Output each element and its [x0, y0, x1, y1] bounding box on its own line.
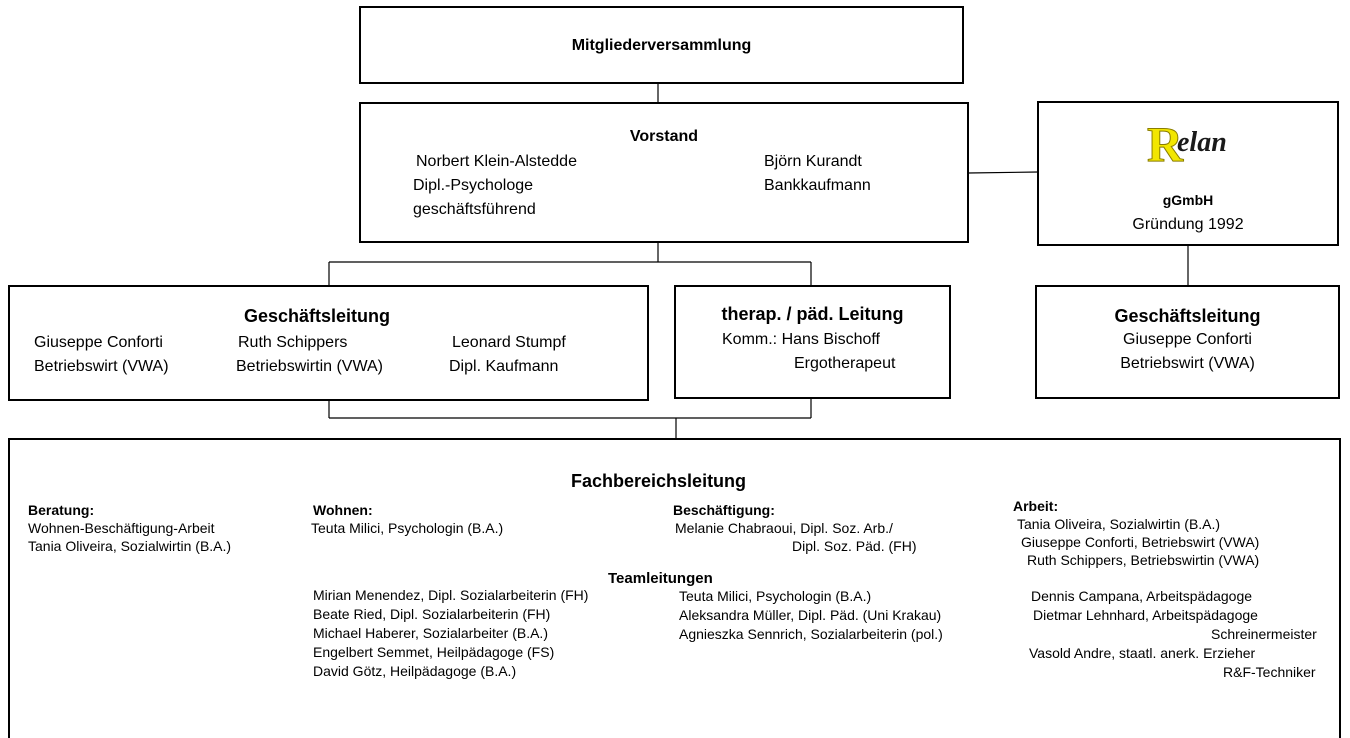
team-wohnen-member: David Götz, Heilpädagoge (B.A.) — [313, 663, 517, 679]
arbeit-heading: Arbeit: — [1013, 498, 1059, 514]
beschaeftigung-line: Dipl. Soz. Päd. (FH) — [792, 538, 917, 554]
relan-logo-letter: R — [1146, 116, 1184, 173]
management-right-role: Betriebswirt (VWA) — [1120, 355, 1255, 372]
team-arbeit-member: Vasold Andre, staatl. anerk. Erzieher — [1029, 645, 1256, 661]
board-title: Vorstand — [629, 128, 699, 145]
management-left-person2-role: Betriebswirtin (VWA) — [236, 358, 383, 375]
team-arbeit-member: R&F-Techniker — [1223, 664, 1316, 680]
beschaeftigung-line: Melanie Chabraoui, Dipl. Soz. Arb./ — [675, 520, 893, 536]
board-left-role1: Dipl.-Psychologe — [413, 177, 534, 194]
therapy-line2: Ergotherapeut — [794, 355, 896, 372]
team-arbeit-member: Dietmar Lehnhard, Arbeitspädagoge — [1033, 607, 1258, 623]
connector-board-relan — [967, 171, 1039, 174]
team-wohnen-member: Beate Ried, Dipl. Sozialarbeiterin (FH) — [313, 606, 551, 622]
management-left-person1-role: Betriebswirt (VWA) — [34, 358, 169, 375]
team-title: Teamleitungen — [608, 570, 713, 587]
arbeit-line: Ruth Schippers, Betriebswirtin (VWA) — [1027, 552, 1260, 568]
therapy-box: therap. / päd. Leitung Komm.: Hans Bisch… — [674, 285, 951, 399]
team-wohnen-member: Mirian Menendez, Dipl. Sozialarbeiterin … — [313, 587, 589, 603]
relan-founded: Gründung 1992 — [1132, 216, 1244, 233]
beschaeftigung-heading: Beschäftigung: — [673, 502, 775, 518]
relan-box: R elan gGmbH Gründung 1992 — [1037, 101, 1339, 246]
departments-box: Fachbereichsleitung Beratung: Wohnen-Bes… — [8, 438, 1341, 738]
management-left-title: Geschäftsleitung — [244, 306, 391, 326]
team-wohnen-member: Engelbert Semmet, Heilpädagoge (FS) — [313, 644, 555, 660]
therapy-title: therap. / päd. Leitung — [721, 304, 904, 324]
board-right-name: Björn Kurandt — [764, 153, 862, 170]
board-left-name: Norbert Klein-Alstedde — [416, 153, 577, 170]
arbeit-line: Giuseppe Conforti, Betriebswirt (VWA) — [1021, 534, 1260, 550]
therapy-line1: Komm.: Hans Bischoff — [722, 331, 880, 348]
team-beschaeftigung-member: Teuta Milici, Psychologin (B.A.) — [679, 588, 872, 604]
wohnen-line: Teuta Milici, Psychologin (B.A.) — [311, 520, 504, 536]
management-left-person2-name: Ruth Schippers — [238, 334, 348, 351]
board-box: Vorstand Norbert Klein-Alstedde Dipl.-Ps… — [359, 102, 969, 243]
board-right-role: Bankkaufmann — [764, 177, 871, 194]
management-right-name: Giuseppe Conforti — [1123, 331, 1252, 348]
management-right-title: Geschäftsleitung — [1114, 306, 1261, 326]
team-arbeit-member: Dennis Campana, Arbeitspädagoge — [1031, 588, 1253, 604]
management-left-person3-role: Dipl. Kaufmann — [449, 358, 559, 375]
relan-logo: R elan — [1146, 115, 1247, 175]
relan-company: gGmbH — [1162, 192, 1214, 208]
management-left-box: Geschäftsleitung Giuseppe Conforti Betri… — [8, 285, 649, 401]
departments-title: Fachbereichsleitung — [571, 471, 747, 491]
wohnen-heading: Wohnen: — [313, 502, 373, 518]
team-arbeit-member: Schreinermeister — [1211, 626, 1317, 642]
assembly-title: Mitgliederversammlung — [571, 37, 752, 54]
assembly-box: Mitgliederversammlung — [359, 6, 964, 84]
management-left-person1-name: Giuseppe Conforti — [34, 334, 163, 351]
team-beschaeftigung-member: Aleksandra Müller, Dipl. Päd. (Uni Kraka… — [679, 607, 942, 623]
board-left-role2: geschäftsführend — [413, 201, 536, 218]
beratung-line: Wohnen-Beschäftigung-Arbeit — [28, 520, 215, 536]
management-left-person3-name: Leonard Stumpf — [452, 334, 566, 351]
relan-logo-text: elan — [1177, 127, 1227, 158]
beratung-heading: Beratung: — [28, 502, 95, 518]
beratung-line: Tania Oliveira, Sozialwirtin (B.A.) — [28, 538, 232, 554]
management-right-box: Geschäftsleitung Giuseppe Conforti Betri… — [1035, 285, 1340, 399]
arbeit-line: Tania Oliveira, Sozialwirtin (B.A.) — [1017, 516, 1221, 532]
team-beschaeftigung-member: Agnieszka Sennrich, Sozialarbeiterin (po… — [679, 626, 943, 642]
team-wohnen-member: Michael Haberer, Sozialarbeiter (B.A.) — [313, 625, 548, 641]
